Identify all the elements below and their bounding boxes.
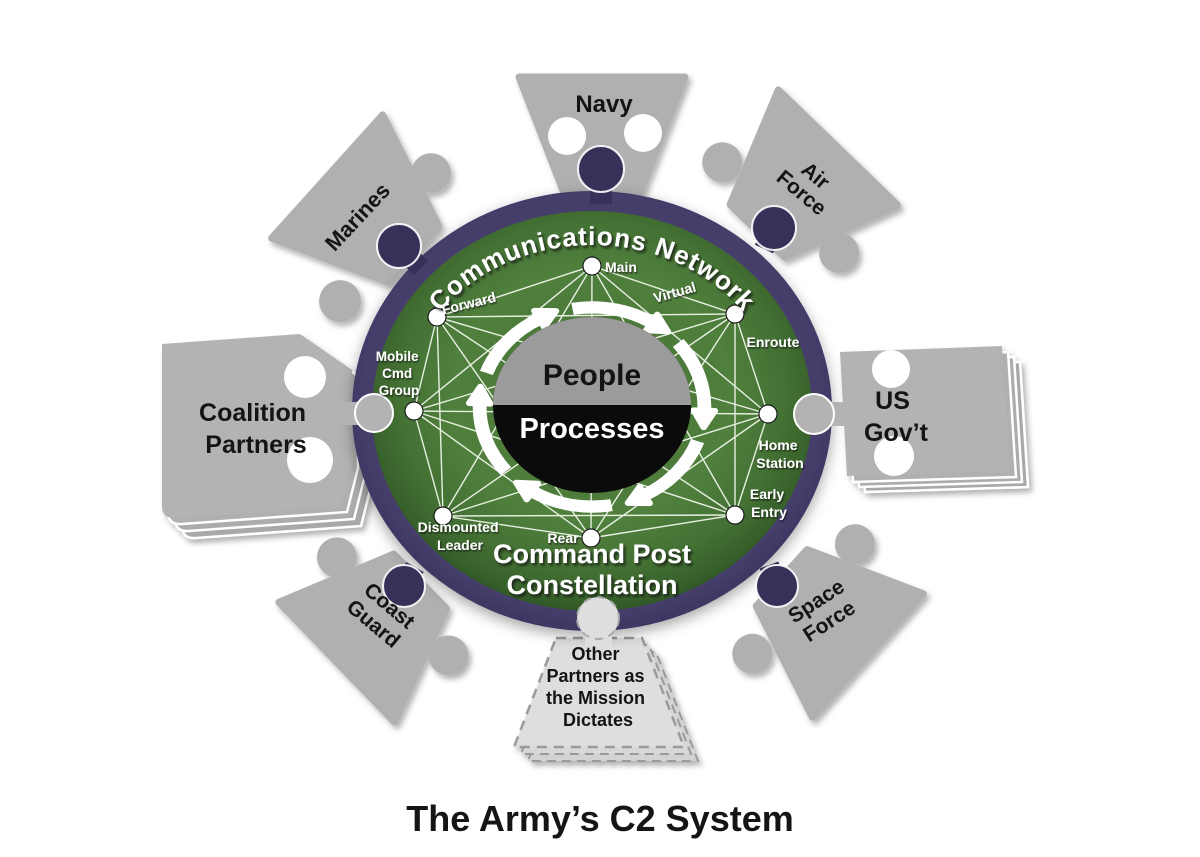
node-label-early-entry: Early Entry [750, 486, 788, 520]
coalition-hole-top [284, 356, 326, 398]
puzzle-piece-coalition-partners [162, 334, 374, 540]
processes-label: Processes [519, 413, 664, 445]
command-post-nodes [404, 256, 778, 548]
cycle-arrows-icon [465, 301, 719, 513]
node-early-entry [725, 505, 745, 525]
coalition-partners-label: Coalition Partners [199, 399, 313, 459]
us-govt-knob [793, 393, 835, 435]
other-partners-label: Other Partners as the Mission Dictates [546, 644, 650, 730]
puzzle-piece-us-govt [840, 346, 1030, 494]
purple-connector-knobs [376, 145, 799, 608]
puzzle-piece-navy [519, 77, 685, 193]
air-force-knob [751, 205, 797, 251]
puzzle-piece-marines [257, 108, 475, 323]
space-force-ear [834, 524, 875, 565]
coast-guard-ear [316, 537, 357, 578]
node-rear [581, 528, 601, 548]
people-label: People [543, 359, 641, 392]
node-home-station [758, 404, 778, 424]
node-label-enroute: Enroute [747, 334, 800, 350]
node-dismounted-leader [433, 506, 453, 526]
coalition-hole-bottom [287, 437, 333, 483]
node-enroute [725, 304, 745, 324]
navy-hole-left [548, 117, 586, 155]
page-title: The Army’s C2 System [406, 798, 794, 839]
node-forward [427, 307, 447, 327]
node-label-dismounted-leader: Dismounted Leader [418, 519, 503, 553]
node-main [582, 256, 602, 276]
marines-ear-2 [319, 280, 362, 323]
air-force-ear [702, 142, 743, 183]
puzzle-piece-air-force [691, 83, 906, 296]
coast-guard-ear-2 [428, 635, 469, 676]
coalition-knob [354, 393, 394, 433]
coast-guard-knob [382, 564, 426, 608]
us-govt-hole-bottom [874, 436, 914, 476]
navy-label: Navy [575, 91, 633, 118]
navy-knob [577, 145, 625, 193]
space-force-knob [755, 564, 799, 608]
marines-ear [411, 153, 452, 194]
us-govt-label: US Gov’t [864, 387, 929, 447]
air-force-ear-2 [819, 232, 860, 273]
node-mobile-cmd-group [404, 401, 424, 421]
us-govt-hole-top [872, 350, 910, 388]
puzzle-piece-space-force [717, 508, 930, 727]
people-processes-core: People Processes [493, 317, 691, 493]
puzzle-piece-coast-guard [271, 513, 485, 729]
node-label-mobile-cmd-group: Mobile Cmd Group [376, 349, 423, 398]
node-label-rear: Rear [547, 530, 579, 546]
partner-puzzle-pieces [162, 77, 1030, 762]
other-partners-knob [576, 596, 620, 640]
space-force-ear-2 [732, 633, 773, 674]
marines-knob [376, 223, 422, 269]
constellation-label: Constellation [506, 570, 677, 600]
navy-hole-right [624, 114, 662, 152]
gray-connector-knobs [340, 393, 848, 653]
command-post-label: Command Post [493, 539, 691, 569]
node-label-main: Main [605, 259, 637, 275]
node-label-home-station: Home Station [756, 437, 803, 471]
